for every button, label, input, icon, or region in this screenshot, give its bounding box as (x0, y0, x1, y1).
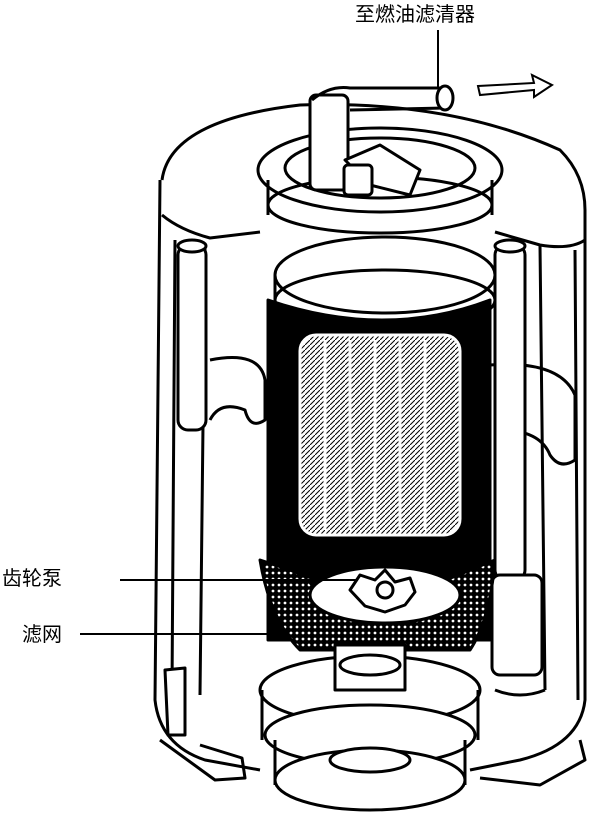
housing-right-bulge (489, 362, 577, 466)
return-tube (176, 243, 208, 432)
armature-windings (298, 333, 462, 537)
label-filter-screen: 滤网 (22, 622, 62, 646)
right-tube-lower (490, 573, 544, 677)
armature-ring (273, 235, 497, 315)
outlet-tube (308, 93, 350, 192)
housing-left-bulge (208, 356, 267, 425)
label-to-fuel-filter: 至燃油滤清器 (355, 2, 475, 26)
housing-outline (153, 103, 587, 772)
housing-right-wall (538, 244, 580, 701)
label-gear-pump: 齿轮泵 (2, 566, 62, 590)
right-tube (493, 243, 527, 582)
housing-foot-right (479, 739, 587, 787)
housing-foot-left (159, 738, 247, 782)
flow-arrow (476, 73, 554, 99)
